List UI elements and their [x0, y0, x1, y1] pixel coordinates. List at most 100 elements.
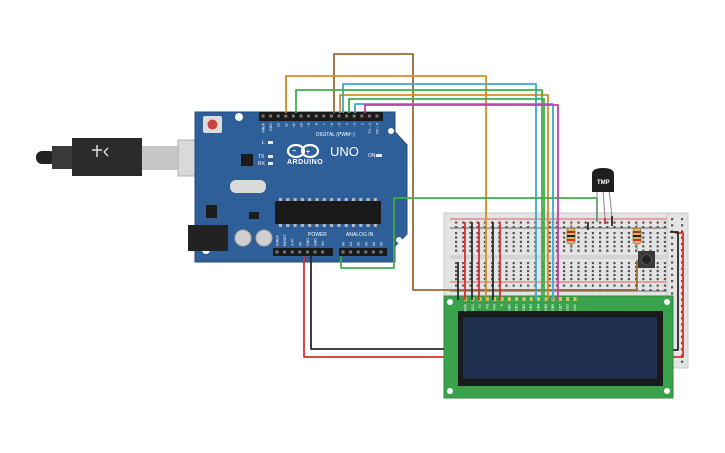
lcd-pin-13[interactable] [558, 297, 562, 301]
wire-black-gnd[interactable] [310, 256, 444, 350]
led-on-label: ON [368, 153, 376, 159]
led-l-label: L [262, 140, 265, 146]
power-pin-label: GND [306, 238, 310, 246]
digital-pin-10[interactable] [337, 114, 341, 118]
digital-pin-11[interactable] [345, 114, 349, 118]
digital-pin-4[interactable] [291, 114, 295, 118]
wire-brown[interactable] [333, 53, 638, 291]
digital-pin-0[interactable] [261, 114, 265, 118]
analog-pin-1[interactable] [349, 250, 353, 254]
lcd-pin-10[interactable] [537, 297, 540, 301]
analog-pin-2[interactable] [356, 250, 360, 254]
lcd-pin-label: RS [485, 303, 489, 308]
digital-pin-6[interactable] [307, 114, 311, 118]
digital-pin-label: TX→1 [368, 123, 372, 133]
digital-pin-label: 7 [322, 123, 326, 125]
lcd-pin-5[interactable] [500, 297, 504, 301]
digital-header-label: DIGITAL (PWM~) [316, 132, 355, 138]
digital-pin-12[interactable] [352, 114, 356, 118]
wires[interactable] [285, 53, 684, 358]
led-tx-label: TX [258, 154, 265, 160]
power-header-label: POWER [308, 232, 327, 238]
push-button[interactable] [638, 251, 655, 268]
resistor-2[interactable] [632, 222, 642, 250]
power-pin-label: 5V [298, 241, 302, 246]
power-header [273, 248, 333, 256]
atmega-chip [275, 201, 381, 224]
power-pin-2[interactable] [290, 250, 294, 254]
analog-pin-3[interactable] [364, 250, 368, 254]
crystal [230, 180, 266, 193]
lcd-pin-4[interactable] [493, 297, 497, 301]
lcd-pin-6[interactable] [507, 297, 511, 301]
power-pin-0[interactable] [275, 250, 279, 254]
power-pin-3[interactable] [298, 250, 302, 254]
wire-green-2[interactable] [348, 98, 545, 300]
digital-pin-label: 13 [277, 123, 281, 127]
lcd-pin-11[interactable] [544, 297, 548, 301]
power-pin-label: IOREF [276, 234, 280, 246]
digital-pin-label: ~11 [292, 123, 296, 129]
digital-pin-label: ~3 [353, 123, 357, 127]
capacitor-1 [234, 229, 252, 247]
usb-cable[interactable] [36, 138, 205, 177]
power-pin-label: GND [314, 238, 318, 246]
wire-orange-1[interactable] [285, 75, 487, 300]
lcd-pin-8[interactable] [522, 297, 526, 301]
digital-pin-14[interactable] [367, 114, 371, 118]
analog-pin-label: A4 [372, 242, 376, 246]
analog-pin-5[interactable] [379, 250, 383, 254]
lcd-pin-label: V0 [478, 304, 482, 308]
power-jack[interactable] [188, 225, 228, 251]
lcd-screen [463, 317, 657, 379]
power-pin-5[interactable] [313, 250, 317, 254]
lcd-pin-9[interactable] [529, 297, 533, 301]
wire-black-rail[interactable] [670, 231, 679, 351]
digital-pin-9[interactable] [329, 114, 333, 118]
analog-pin-0[interactable] [341, 250, 345, 254]
digital-pin-3[interactable] [284, 114, 288, 118]
power-pin-label: 3.3V [291, 238, 295, 246]
lcd-pin-7[interactable] [515, 297, 519, 301]
digital-pin-label: ~10 [300, 123, 304, 129]
digital-pin-15[interactable] [375, 114, 379, 118]
digital-pin-13[interactable] [360, 114, 364, 118]
wire-red-5v[interactable] [303, 256, 444, 358]
lcd-pin-15[interactable] [573, 297, 577, 301]
digital-pin-7[interactable] [314, 114, 318, 118]
arduino-brand: ARDUINO [287, 159, 323, 166]
regulator [206, 205, 217, 218]
tmp-sensor[interactable]: TMP [592, 168, 614, 222]
power-pin-label: RESET [283, 233, 287, 246]
wire-red-rail[interactable] [673, 232, 684, 358]
lcd-pin-label: LED [566, 303, 570, 310]
lcd-pin-label: DB3 [529, 304, 533, 311]
led-tx [268, 155, 273, 158]
power-pin-label: Vin [321, 241, 325, 246]
digital-pin-8[interactable] [322, 114, 326, 118]
wire-green-1[interactable] [295, 89, 543, 300]
resistor-1[interactable] [566, 222, 576, 250]
led-l [268, 141, 273, 144]
lcd-pin-label: RW [493, 303, 497, 309]
wire-cyan-1[interactable] [342, 83, 537, 300]
power-pin-1[interactable] [283, 250, 287, 254]
lcd-pin-3[interactable] [485, 297, 489, 301]
power-pin-6[interactable] [321, 250, 325, 254]
digital-pin-label: GND [269, 123, 273, 131]
analog-pin-4[interactable] [371, 250, 375, 254]
digital-pin-1[interactable] [269, 114, 273, 118]
digital-pin-5[interactable] [299, 114, 303, 118]
led-rx-label: RX [258, 161, 266, 167]
lcd-pin-label: DB6 [551, 304, 555, 311]
lcd-pin-2[interactable] [478, 297, 482, 301]
wire-magenta[interactable] [364, 104, 559, 300]
power-pin-4[interactable] [305, 250, 309, 254]
analog-pin-label: A2 [357, 242, 361, 246]
digital-pin-2[interactable] [276, 114, 280, 118]
lcd-pin-14[interactable] [566, 297, 570, 301]
wire-cyan-2[interactable] [354, 103, 554, 300]
